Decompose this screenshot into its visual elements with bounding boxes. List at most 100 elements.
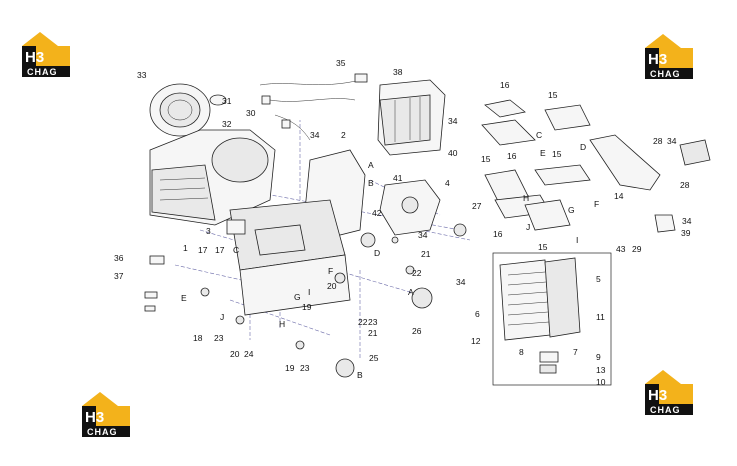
logo-bottom-left: H3 CHAG [82,392,130,437]
callout-label: 23 [300,363,310,373]
callout-label: 34 [682,216,692,226]
callout-label: J [526,222,530,232]
duct-box [377,79,446,156]
callout-label: 4 [445,178,450,188]
wire-harness [259,73,368,141]
callout-label: 15 [548,90,558,100]
callout-label: I [576,235,578,245]
callout-label: 27 [472,201,482,211]
callout-label: C [536,130,542,140]
callout-label: 34 [456,277,466,287]
callout-label: 7 [573,347,578,357]
callout-label: 34 [448,116,458,126]
callout-label: C [233,245,239,255]
callout-label: 41 [393,173,403,183]
logo-top-right: H3 CHAG [645,34,693,79]
callout-label: 1 [183,243,188,253]
callout-label: 29 [632,244,642,254]
logo-mark: H3 [85,409,104,426]
logo-bottom-right: H3 CHAG [645,370,693,415]
callout-label: 22 [412,268,422,278]
callout-label: 18 [193,333,203,343]
callout-label: 6 [475,309,480,319]
callout-label: A [408,287,414,297]
callout-label: F [328,266,333,276]
callout-label: G [568,205,575,215]
actuator-assembly [379,179,441,236]
callout-label: J [220,312,224,322]
logo-word: CHAG [650,405,681,415]
callout-label: 30 [246,108,256,118]
callout-label: F [594,199,599,209]
callout-label: 40 [448,148,458,158]
callout-label: 23 [214,333,224,343]
callout-label: 34 [418,230,428,240]
callout-label: 10 [596,377,606,387]
callout-label: 43 [616,244,626,254]
callout-label: E [181,293,187,303]
callout-label: 19 [302,302,312,312]
callout-label: 26 [412,326,422,336]
callout-label: 23 [368,317,378,327]
callout-label: 34 [667,136,677,146]
logo-word: CHAG [27,67,58,77]
callout-label: 24 [244,349,254,359]
callout-label: 5 [596,274,601,284]
evaporator-frame [492,252,612,386]
callout-label: 38 [393,67,403,77]
callout-label: 37 [114,271,124,281]
logo-top-left: H3 CHAG [22,32,70,77]
callout-label: H [279,319,285,329]
callout-label: 15 [538,242,548,252]
callout-label: 34 [310,130,320,140]
callout-label: G [294,292,301,302]
callout-label: 17 [198,245,208,255]
vent-duct [589,134,711,233]
callout-label: 12 [471,336,481,346]
callout-label: 17 [215,245,225,255]
callout-label: 8 [519,347,524,357]
blower-motor [149,83,227,137]
logo-word: CHAG [87,427,118,437]
callout-label: 35 [336,58,346,68]
callout-label: 15 [552,149,562,159]
callout-label: 36 [114,253,124,263]
logo-mark: H3 [648,387,667,404]
callout-label: 21 [368,328,378,338]
callout-label: 33 [137,70,147,80]
logo-mark: H3 [25,49,44,66]
callout-label: 13 [596,365,606,375]
logo-mark: H3 [648,51,667,68]
callout-label: 16 [507,151,517,161]
callout-label: 11 [596,312,605,322]
callout-label: 16 [500,80,510,90]
callout-label: 42 [372,208,382,218]
heater-case [229,149,366,316]
callout-label: 9 [596,352,601,362]
callout-label: 39 [681,228,691,238]
callout-label: 16 [493,229,503,239]
callout-label: A [368,160,374,170]
callout-label: E [540,148,546,158]
callout-label: D [580,142,586,152]
callout-label: 28 [653,136,663,146]
callout-label: 28 [680,180,690,190]
callout-label: B [368,178,374,188]
callout-label: 21 [421,249,431,259]
filter-panels [481,99,591,231]
callout-label: D [374,248,380,258]
callout-label: 2 [341,130,346,140]
callout-label: H [523,193,529,203]
callout-label: I [308,287,310,297]
small-parts [144,219,467,378]
callout-label: 15 [481,154,491,164]
callout-label: 32 [222,119,232,129]
callout-label: 20 [327,281,337,291]
callout-label: 31 [222,96,232,106]
callout-label: 25 [369,353,379,363]
callout-label: 22 [358,317,368,327]
callout-label: 19 [285,363,295,373]
blower-housing [149,129,276,226]
